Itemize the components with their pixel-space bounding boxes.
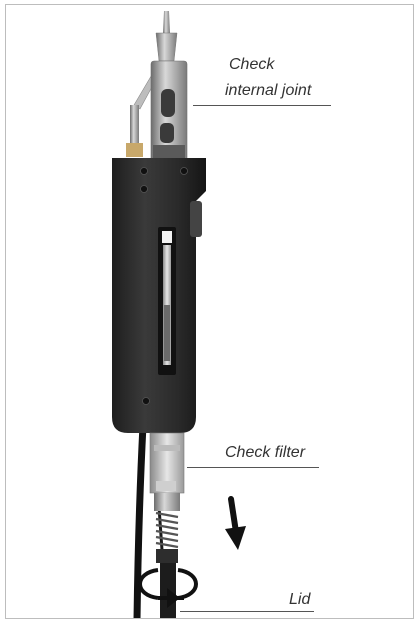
callout-lid-label: Lid — [289, 591, 311, 608]
lid — [156, 549, 178, 618]
internal-joint-section — [150, 60, 188, 162]
callout-filter-label: Check filter — [225, 444, 306, 461]
rotate-arrow-icon — [138, 568, 198, 608]
desoldering-tool-illustration — [112, 11, 246, 618]
callout-lid-leader — [180, 611, 314, 612]
diagram-frame: Check internal joint Check filter Lid — [5, 4, 414, 619]
callout-joint-line2: internal joint — [225, 82, 312, 99]
arrow-down-icon — [225, 496, 246, 550]
callout-filter-leader — [187, 467, 319, 468]
callout-joint-leader — [193, 105, 331, 106]
spring — [155, 511, 179, 549]
filter-section — [149, 432, 185, 511]
handle-body — [112, 158, 206, 433]
callout-joint-line1: Check — [229, 56, 275, 73]
